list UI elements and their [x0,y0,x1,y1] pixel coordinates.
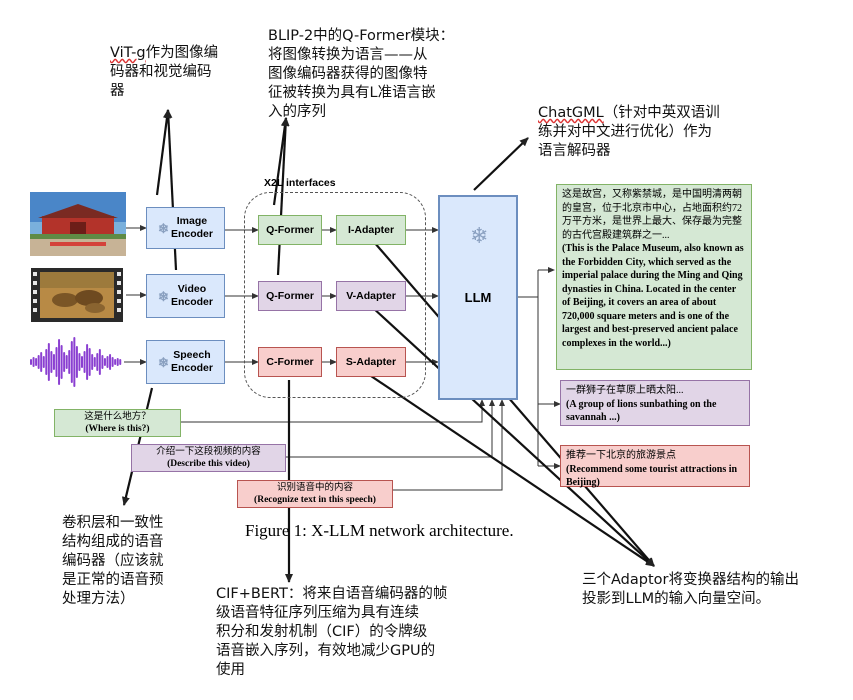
vitg-annotation: ViT-g作为图像编 码器和视觉编码 器 [110,45,219,99]
lions-thumbnail [31,268,123,322]
figure-caption: Figure 1: X-LLM network architecture. [245,521,514,540]
x2l-interfaces-label: X2L interfaces [264,177,336,189]
conv-encoder-annotation: 卷积层和一致性 结构组成的语音 编码器（应该就 是正常的语音预 处理方法） [62,515,164,607]
prompt-video: 介绍一下这段视频的内容 (Describe this video) [131,444,286,472]
snowflake-icon: ❄ [470,223,489,248]
output-lions: 一群狮子在草原上晒太阳... (A group of lions sunbath… [560,380,750,426]
vitg-term: ViT-g [110,45,146,61]
palace-thumbnail [30,192,126,256]
chatglm-term: ChatGML [538,105,604,121]
prompt-speech: 识别语音中的内容 (Recognize text in this speech) [237,480,393,508]
snowflake-icon: ❄ [158,354,169,370]
snowflake-icon: ❄ [158,288,169,304]
q-former-image: Q-Former [258,215,322,245]
output-palace: 这是故宫，又称紫禁城，是中国明清两朝的皇宫，位于北京市中心，占地面积约72万平方… [556,184,752,370]
blip-annotation: BLIP-2中的Q-Former模块： 将图像转换为语言——从 图像编码器获得的… [268,28,455,120]
chatglm-annotation: ChatGML（针对中英双语训 练并对中文进行优化）作为 语言解码器 [538,105,720,159]
v-adapter: V-Adapter [336,281,406,311]
prompt-image: 这是什么地方？ (Where is this?) [54,409,181,437]
s-adapter: S-Adapter [336,347,406,377]
cif-annotation: CIF+BERT：将来自语音编码器的帧 级语音特征序列压缩为具有连续 积分和发射… [216,586,448,678]
snowflake-icon: ❄ [158,220,169,236]
q-former-video: Q-Former [258,281,322,311]
output-speech: 推荐一下北京的旅游景点 (Recommend some tourist attr… [560,445,750,488]
adaptor-annotation: 三个Adaptor将变换器结构的输出 投影到LLM的输入向量空间。 [582,572,799,607]
x2l-interfaces-container [244,192,426,398]
c-former-speech: C-Former [258,347,322,377]
i-adapter: I-Adapter [336,215,406,245]
waveform-icon [30,337,122,387]
llm-block: ❄ LLM [438,195,518,400]
